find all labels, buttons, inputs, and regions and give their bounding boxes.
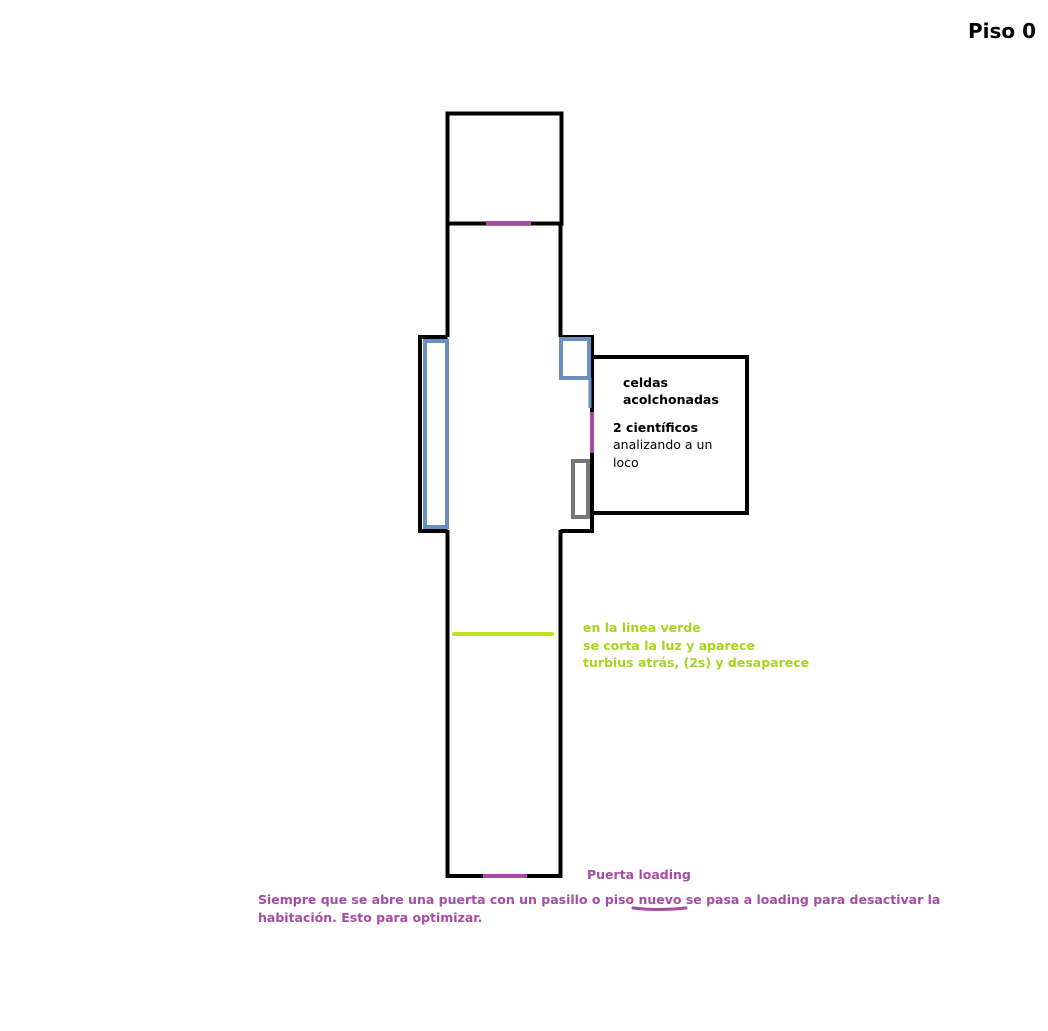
- door-loading-label: Puerta loading: [587, 867, 691, 882]
- left-alcove: [418, 335, 448, 533]
- green-note-line-2: se corta la luz y aparece: [583, 637, 755, 653]
- room-title: celdas acolchonadas: [623, 375, 719, 407]
- green-note-line-3: turbius atrás, (2s) y desaparece: [583, 655, 810, 670]
- note-underline: [631, 906, 688, 911]
- grey-object: [571, 459, 590, 519]
- floor-title: Piso 0: [968, 19, 1037, 43]
- left-window: [423, 339, 449, 529]
- room-occupants-bold: 2 científicos: [613, 420, 699, 435]
- side-room-walls: [592, 355, 749, 515]
- loading-note: Siempre que se abre una puerta con un pa…: [258, 892, 941, 925]
- green-note-line-1: en la linea verde: [583, 620, 701, 635]
- right-window: [559, 337, 591, 380]
- green-line-note: en la linea verde se corta la luz y apar…: [583, 619, 809, 672]
- room-occupants-desc: analizando a un loco: [613, 437, 713, 470]
- top-room: [445, 111, 564, 226]
